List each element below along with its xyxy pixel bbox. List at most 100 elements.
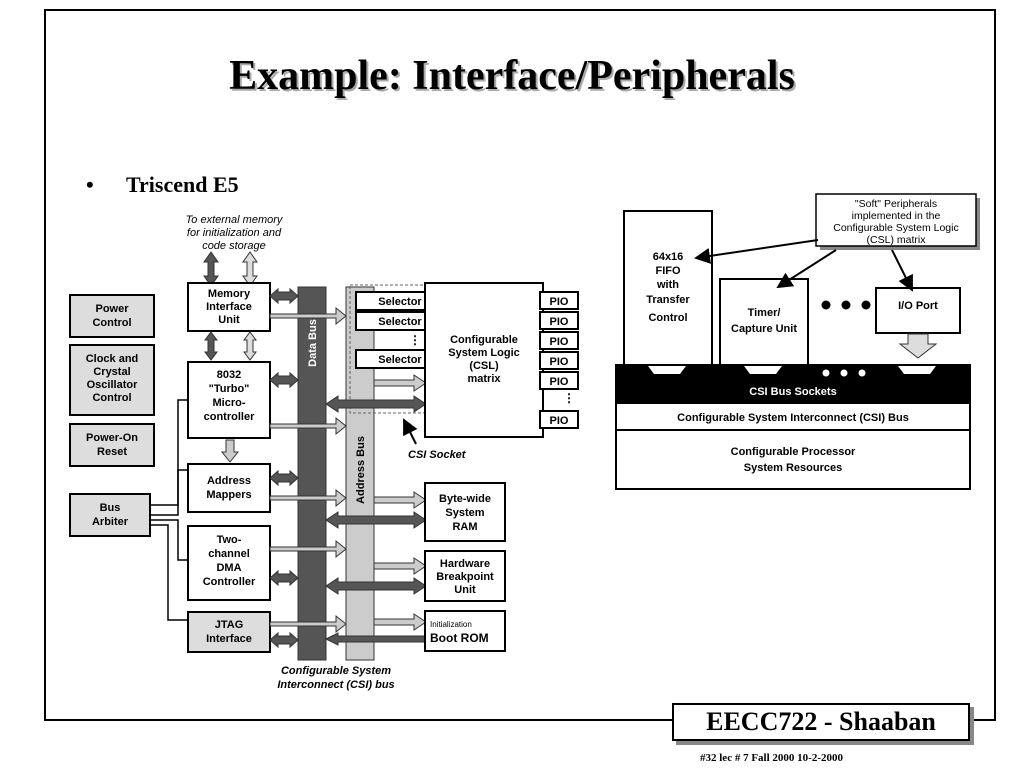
csi-socket-pointer <box>403 418 418 445</box>
boot-rom-block: Initialization Boot ROM <box>424 610 506 652</box>
microcontroller-block: 8032 "Turbo" Micro- controller <box>187 361 271 439</box>
io-port-label: I/O Port <box>898 300 938 312</box>
pio-label: PIO <box>550 316 569 328</box>
csi-socket-label: CSI Socket <box>408 449 467 461</box>
block-label: "Turbo" <box>209 383 250 395</box>
dma-controller-block: Two- channel DMA Controller <box>187 525 271 601</box>
power-control-block: Power Control <box>69 294 155 338</box>
timer-label: Capture Unit <box>731 323 797 335</box>
bottom-caption-line: Interconnect (CSI) bus <box>277 679 394 691</box>
processor-label: System Resources <box>744 462 842 474</box>
block-label: Mappers <box>206 489 251 501</box>
svg-text:⋮: ⋮ <box>409 333 421 347</box>
fifo-label: Transfer <box>646 294 690 306</box>
arbiter-connections <box>150 399 188 621</box>
timer-block <box>719 278 809 367</box>
mem-to-micro-arrows <box>204 331 257 361</box>
block-label: Initialization <box>430 620 472 629</box>
block-label: Micro- <box>213 397 246 409</box>
block-label: channel <box>208 548 250 560</box>
block-label: System Logic <box>448 347 520 359</box>
io-port-block <box>875 287 961 334</box>
timer-label: Timer/ <box>748 307 781 319</box>
pio-label: PIO <box>550 336 569 348</box>
selector-label: Selector <box>378 296 422 308</box>
callout-line: "Soft" Peripherals <box>855 198 937 210</box>
data-bus-label: Data Bus <box>307 319 319 367</box>
data-bus <box>297 286 327 661</box>
right-block-diagram: "Soft" Peripherals implemented in the Co… <box>615 193 980 490</box>
csl-matrix-block: Configurable System Logic (CSL) matrix <box>424 282 544 438</box>
block-label: Address <box>207 475 251 487</box>
pio-blocks: PIO PIO PIO PIO PIO ⋮ PIO <box>539 291 579 429</box>
block-label: Reset <box>97 446 127 458</box>
block-label: Control <box>92 392 131 404</box>
block-label: Interface <box>206 633 252 645</box>
block-label: Interface <box>206 301 252 313</box>
bus-to-right-arrows <box>324 491 427 646</box>
csi-sockets-label: CSI Bus Sockets <box>749 386 836 398</box>
pio-label: PIO <box>550 356 569 368</box>
pio-label: PIO <box>550 415 569 427</box>
address-mappers-block: Address Mappers <box>187 463 271 513</box>
callout-arrow-io <box>891 249 913 292</box>
bullet-item: • Triscend E5 <box>86 172 239 198</box>
micro-down-arrow <box>220 439 240 463</box>
footer-brand: EECC722 - Shaaban <box>672 703 970 741</box>
pio-label: PIO <box>550 296 569 308</box>
bullet-dot: • <box>86 172 94 197</box>
block-label: Crystal <box>93 366 130 378</box>
block-label: Oscillator <box>87 379 138 391</box>
hardware-breakpoint-block: Hardware Breakpoint Unit <box>424 550 506 602</box>
callout-line: Configurable System Logic <box>833 222 958 234</box>
csi-bus-label: Configurable System Interconnect (CSI) B… <box>677 412 909 424</box>
block-label: Unit <box>454 584 476 596</box>
block-label: 8032 <box>217 369 241 381</box>
block-label: (CSL) <box>469 360 499 372</box>
block-label: Bus <box>100 502 121 514</box>
block-label: Control <box>92 317 131 329</box>
block-label: Byte-wide <box>439 493 491 505</box>
block-label: System <box>445 507 484 519</box>
block-label: Two- <box>217 534 242 546</box>
block-label: JTAG <box>215 619 244 631</box>
block-label: matrix <box>467 373 501 385</box>
pio-label: PIO <box>550 376 569 388</box>
callout-arrow-timer <box>776 249 837 289</box>
block-label: Memory <box>208 288 251 300</box>
socket-arrows <box>325 374 427 413</box>
block-label: Controller <box>203 576 256 588</box>
memory-interface-block: Memory Interface Unit <box>187 282 271 332</box>
power-on-reset-block: Power-On Reset <box>69 423 155 467</box>
io-port-down-arrow <box>898 333 938 359</box>
block-label: RAM <box>452 521 477 533</box>
block-label: DMA <box>216 562 241 574</box>
block-label: Configurable <box>450 334 518 346</box>
block-label: Breakpoint <box>436 571 494 583</box>
top-note-line: for initialization and <box>187 227 282 239</box>
block-label: Arbiter <box>92 516 129 528</box>
soft-peripherals-callout <box>815 193 977 247</box>
block-label: Power <box>95 303 129 315</box>
block-label: controller <box>204 411 255 423</box>
callout-line: implemented in the <box>852 210 941 222</box>
footer-meta: #32 lec # 7 Fall 2000 10-2-2000 <box>700 752 843 764</box>
bullet-text: Triscend E5 <box>126 172 239 197</box>
slide-frame <box>44 9 996 721</box>
fifo-label: 64x16 <box>653 251 684 263</box>
callout-arrow-fifo <box>694 239 819 264</box>
fifo-label: with <box>656 279 679 291</box>
block-label: Clock and <box>86 353 139 365</box>
block-label: Hardware <box>440 558 490 570</box>
block-label: Boot ROM <box>430 631 489 645</box>
selector-blocks: Selector Selector ⋮ Selector <box>355 291 431 369</box>
fifo-label: FIFO <box>655 265 680 277</box>
external-memory-arrows <box>203 251 258 287</box>
fifo-label: Control <box>648 312 687 324</box>
block-label: Unit <box>218 314 240 326</box>
block-label: Power-On <box>86 432 138 444</box>
clock-oscillator-block: Clock and Crystal Oscillator Control <box>69 344 155 416</box>
selector-label: Selector <box>378 316 422 328</box>
bus-arbiter-block: Bus Arbiter <box>69 493 151 537</box>
